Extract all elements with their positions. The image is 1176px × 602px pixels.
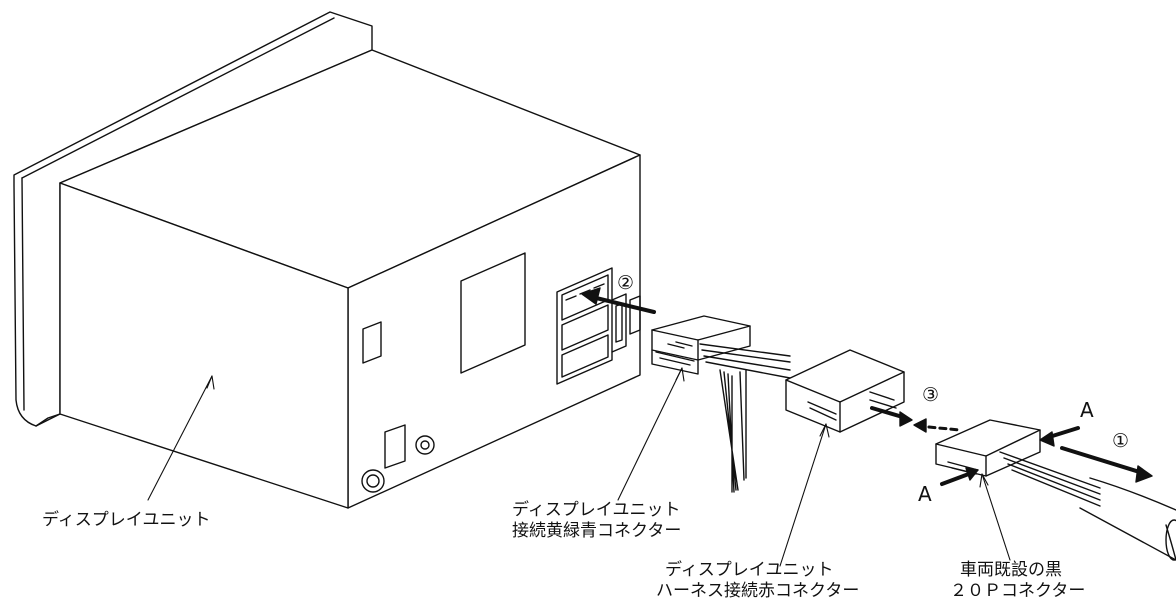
red-connector-label-line2: ハーネス接続赤コネクター <box>656 581 860 601</box>
black-connector-illustration <box>935 419 1176 561</box>
ygb-connector-illustration <box>651 315 791 493</box>
step-2-marker: ② <box>617 272 635 294</box>
display-unit-illustration <box>13 11 641 509</box>
display-unit-label: ディスプレイユニット <box>42 510 211 530</box>
red-connector-illustration <box>785 349 905 433</box>
black-connector-label-line1: 車両既設の黒 <box>960 560 1062 580</box>
ygb-connector-label-line1: ディスプレイユニット <box>512 500 681 520</box>
step-3-marker: ③ <box>922 384 940 406</box>
black-connector-label-line2: ２０Ｐコネクター <box>950 581 1086 601</box>
step-1-marker: ① <box>1112 430 1130 452</box>
press-mark-upper: A <box>1080 398 1094 422</box>
insertion-arrows <box>581 287 1153 486</box>
ygb-connector-label-line2: 接続黄緑青コネクター <box>512 521 682 541</box>
press-mark-lower: A <box>918 482 932 506</box>
leader-lines <box>147 367 1011 567</box>
red-connector-label-line1: ディスプレイユニット <box>665 560 834 580</box>
